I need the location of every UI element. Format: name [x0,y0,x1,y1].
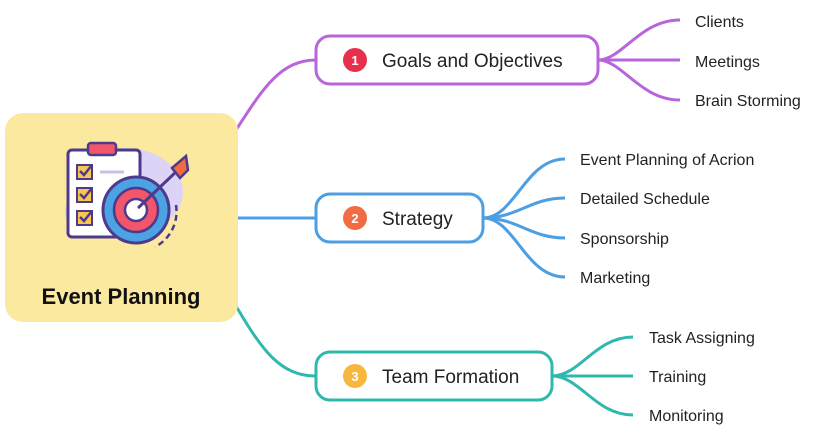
leaf-monitoring[interactable]: Monitoring [649,408,724,425]
leaf-marketing[interactable]: Marketing [580,270,650,287]
leaf-event-planning-of-acrion[interactable]: Event Planning of Acrion [580,152,754,169]
leaf-meetings[interactable]: Meetings [695,54,760,71]
branch-1-leaf-connectors [597,18,681,102]
leaf-brain-storming[interactable]: Brain Storming [695,93,801,110]
branch-label: Strategy [382,209,453,230]
leaf-training[interactable]: Training [649,369,706,386]
branch-3-leaf-connectors [551,335,634,417]
branch-label: Goals and Objectives [382,51,563,72]
badge-2-icon [343,206,367,230]
leaf-clients[interactable]: Clients [695,14,744,31]
badge-number: 2 [351,211,358,226]
badge-1-icon [343,48,367,72]
badge-number: 1 [351,53,358,68]
branch-label: Team Formation [382,367,519,388]
branch-node-team[interactable]: 3 Team Formation [314,350,554,402]
leaf-detailed-schedule[interactable]: Detailed Schedule [580,191,710,208]
branch-node-strategy[interactable]: 2 Strategy [314,192,485,244]
badge-number: 3 [351,369,358,384]
branch-2-leaf-connectors [482,157,566,279]
branch-node-goals[interactable]: 1 Goals and Objectives [314,34,600,86]
leaf-sponsorship[interactable]: Sponsorship [580,231,669,248]
central-node[interactable]: Event Planning [5,113,238,322]
central-label: Event Planning [42,284,201,309]
leaf-task-assigning[interactable]: Task Assigning [649,330,755,347]
connector-branch-1 [234,58,317,131]
badge-3-icon [343,364,367,388]
target-checklist-icon [65,141,190,249]
connector-branch-3 [234,305,317,378]
